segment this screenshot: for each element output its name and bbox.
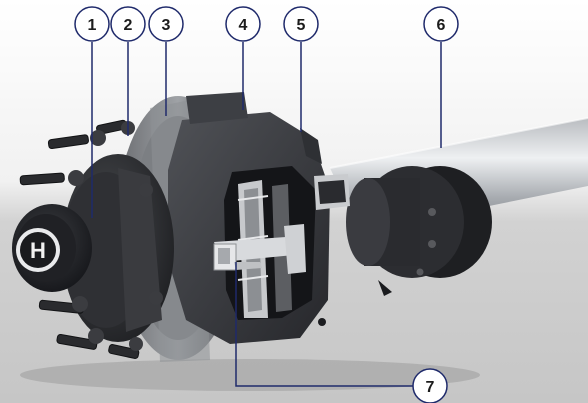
callout-2: 2 — [110, 6, 146, 42]
hub-logo: H — [30, 238, 46, 263]
leader-line-7 — [235, 262, 413, 387]
callout-6: 6 — [423, 6, 459, 42]
brake-chamber — [346, 166, 492, 296]
svg-text:5: 5 — [297, 17, 306, 34]
svg-text:3: 3 — [162, 17, 171, 34]
wheel-nuts — [68, 121, 163, 351]
wheel-hub — [62, 154, 174, 342]
callout-7: 7 — [412, 368, 448, 403]
svg-text:6: 6 — [437, 17, 446, 34]
callout-3: 3 — [148, 6, 184, 42]
floor-shadow — [20, 359, 480, 391]
caliper — [168, 92, 350, 344]
callout-1: 1 — [74, 6, 110, 42]
svg-text:2: 2 — [124, 17, 133, 34]
callout-4: 4 — [225, 6, 261, 42]
svg-text:4: 4 — [239, 17, 248, 34]
adjuster-mechanism — [213, 224, 306, 274]
callout-5: 5 — [283, 6, 319, 42]
leader-lines — [91, 42, 442, 387]
svg-text:1: 1 — [88, 17, 97, 34]
wheel-studs — [19, 119, 140, 359]
callouts: 1 2 3 4 5 6 7 — [74, 6, 459, 403]
hub-cap: H — [12, 204, 92, 292]
svg-text:7: 7 — [426, 379, 435, 396]
